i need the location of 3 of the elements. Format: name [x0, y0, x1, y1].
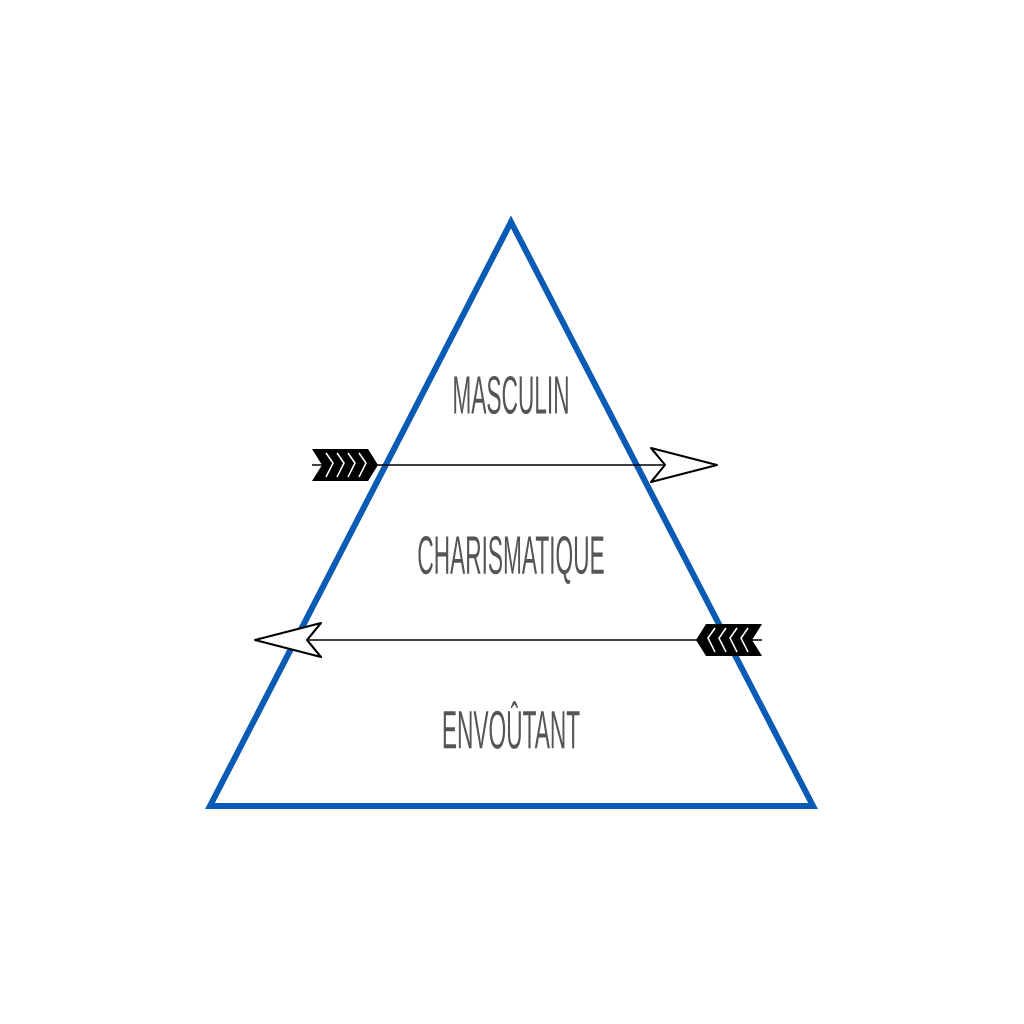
- level-label: CHARISMATIQUE: [418, 536, 604, 584]
- level-label: ENVOÛTANT: [443, 701, 580, 749]
- level-label: MASCULIN: [454, 375, 568, 415]
